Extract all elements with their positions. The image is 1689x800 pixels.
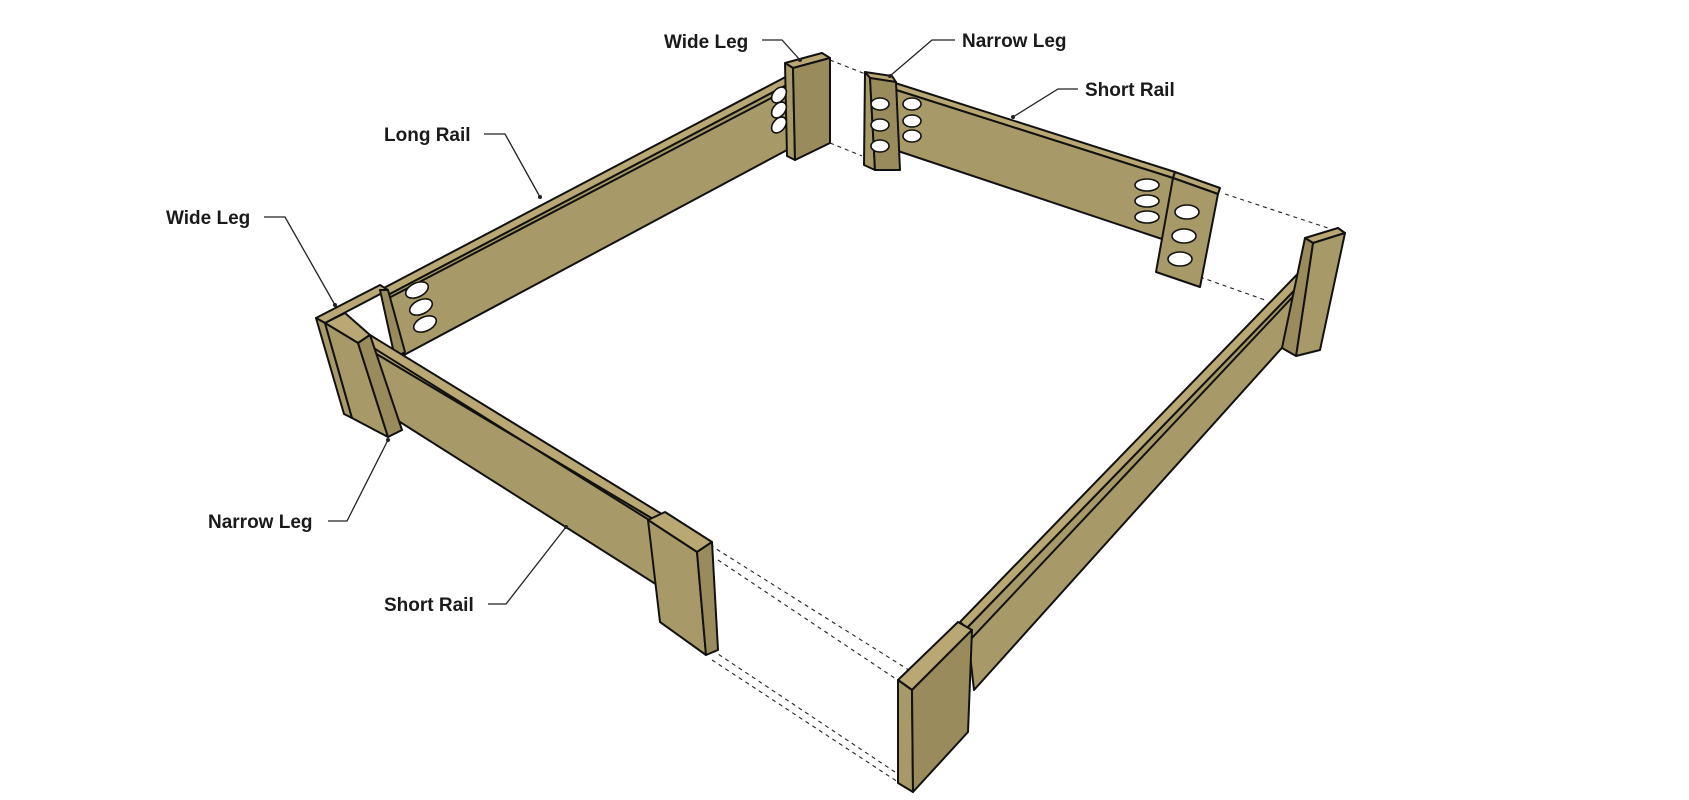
label-wide-leg-left: Wide Leg xyxy=(166,208,250,229)
short-rail-top xyxy=(889,81,1176,241)
callout-long-rail: Long Rail xyxy=(384,125,542,199)
long-rail xyxy=(379,71,803,356)
label-narrow-leg-top: Narrow Leg xyxy=(962,31,1067,52)
callout-wide-leg-top: Wide Leg xyxy=(664,32,802,62)
label-short-rail-bottom: Short Rail xyxy=(384,595,474,616)
leg-front-left xyxy=(647,511,719,656)
narrow-leg-top xyxy=(863,71,922,171)
wide-leg-left xyxy=(315,281,438,419)
callout-narrow-leg-left: Narrow Leg xyxy=(208,438,390,533)
short-rail-bottom xyxy=(357,334,666,591)
callout-short-rail-bottom: Short Rail xyxy=(384,525,568,616)
narrow-leg-left xyxy=(324,312,403,438)
label-long-rail: Long Rail xyxy=(384,125,471,146)
long-rail-right xyxy=(959,255,1323,691)
label-short-rail-top: Short Rail xyxy=(1085,80,1175,101)
leg-front-right xyxy=(897,621,973,793)
callout-wide-leg-left: Wide Leg xyxy=(166,208,337,307)
wide-leg-top xyxy=(770,52,831,161)
label-wide-leg-top: Wide Leg xyxy=(664,32,748,53)
callout-narrow-leg-top: Narrow Leg xyxy=(888,31,1067,78)
label-narrow-leg-left: Narrow Leg xyxy=(208,512,313,533)
leg-back-right xyxy=(1281,227,1346,357)
wide-leg-top-right xyxy=(1134,171,1221,288)
callout-short-rail-top: Short Rail xyxy=(1011,80,1175,119)
